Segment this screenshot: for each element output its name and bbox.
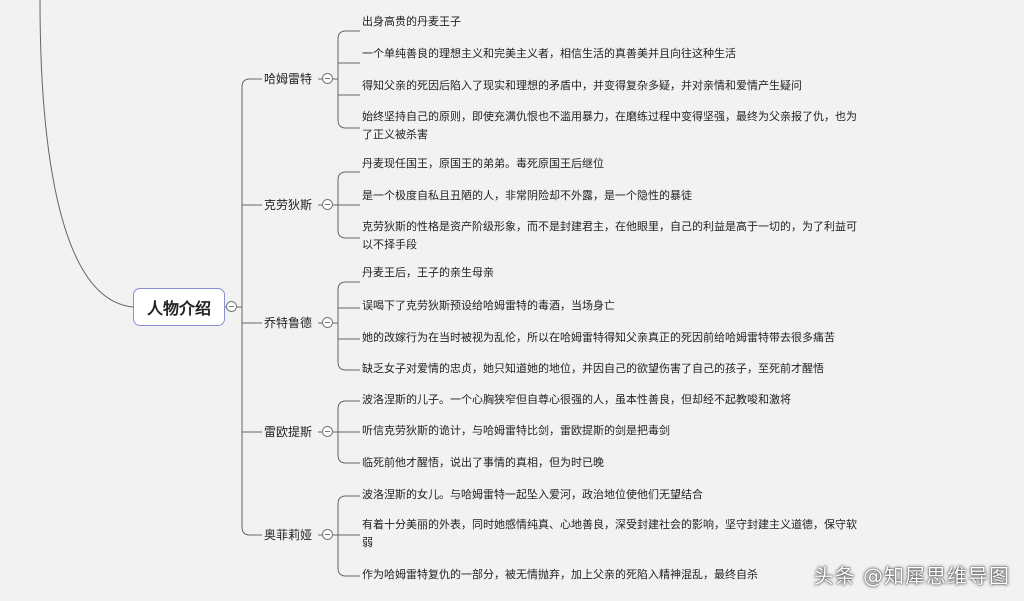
leaf-node[interactable]: 丹麦现任国王，原国王的弟弟。毒死原国王后继位 xyxy=(362,157,604,170)
leaf-node[interactable]: 一个单纯善良的理想主义和完美主义者，相信生活的真善美并且向往这种生活 xyxy=(362,47,736,60)
leaf-node[interactable]: 误喝下了克劳狄斯预设给哈姆雷特的毒酒，当场身亡 xyxy=(362,299,615,312)
branch-ophelia[interactable]: 奥菲莉娅 xyxy=(264,528,313,542)
leaf-node[interactable]: 是一个极度自私且丑陋的人，非常阴险却不外露，是一个隐性的暴徒 xyxy=(362,189,692,202)
root-node[interactable]: 人物介绍 xyxy=(133,288,225,326)
branch-ophelia-collapse-icon[interactable] xyxy=(322,529,333,540)
branch-gertrude[interactable]: 乔特鲁德 xyxy=(264,316,313,330)
branch-gertrude-collapse-icon[interactable] xyxy=(322,317,333,328)
branch-hamlet[interactable]: 哈姆雷特 xyxy=(264,72,313,86)
leaf-node[interactable]: 出身高贵的丹麦王子 xyxy=(362,15,461,28)
branch-laertes-collapse-icon[interactable] xyxy=(322,426,333,437)
leaf-node[interactable]: 丹麦王后，王子的亲生母亲 xyxy=(362,266,494,279)
leaf-node[interactable]: 听信克劳狄斯的诡计，与哈姆雷特比剑，雷欧提斯的剑是把毒剑 xyxy=(362,424,670,437)
branch-hamlet-collapse-icon[interactable] xyxy=(322,73,333,84)
watermark: 头条 @知犀思维导图 xyxy=(813,564,1010,588)
leaf-node[interactable]: 波洛涅斯的女儿。与哈姆雷特一起坠入爱河，政治地位使他们无望结合 xyxy=(362,488,703,501)
branch-claudius-collapse-icon[interactable] xyxy=(322,199,333,210)
leaf-node[interactable]: 始终坚持自己的原则，即使充满仇恨也不滥用暴力，在磨练过程中变得坚强，最终为父亲报… xyxy=(362,110,857,141)
leaf-node[interactable]: 波洛涅斯的儿子。一个心胸狭窄但自尊心很强的人，虽本性善良，但却经不起教唆和激将 xyxy=(362,393,791,406)
branch-claudius[interactable]: 克劳狄斯 xyxy=(264,198,313,212)
root-collapse-icon[interactable] xyxy=(226,301,237,312)
branch-laertes[interactable]: 雷欧提斯 xyxy=(264,425,313,439)
leaf-node[interactable]: 作为哈姆雷特复仇的一部分，被无情抛弃，加上父亲的死陷入精神混乱，最终自杀 xyxy=(362,568,758,581)
leaf-node[interactable]: 得知父亲的死因后陷入了现实和理想的矛盾中，并变得复杂多疑，并对亲情和爱情产生疑问 xyxy=(362,79,802,92)
leaf-node[interactable]: 缺乏女子对爱情的忠贞，她只知道她的地位，并因自己的欲望伤害了自己的孩子，至死前才… xyxy=(362,362,824,375)
leaf-node[interactable]: 有着十分美丽的外表，同时她感情纯真、心地善良，深受封建社会的影响，坚守封建主义道… xyxy=(362,518,857,549)
leaf-node[interactable]: 克劳狄斯的性格是资产阶级形象，而不是封建君主，在他眼里，自己的利益是高于一切的，… xyxy=(362,220,857,251)
leaf-node[interactable]: 临死前他才醒悟，说出了事情的真相，但为时已晚 xyxy=(362,456,604,469)
leaf-node[interactable]: 她的改嫁行为在当时被视为乱伦，所以在哈姆雷特得知父亲真正的死因前给哈姆雷特带去很… xyxy=(362,331,835,344)
branch-trunk xyxy=(241,78,251,536)
parent-connector xyxy=(39,0,134,308)
